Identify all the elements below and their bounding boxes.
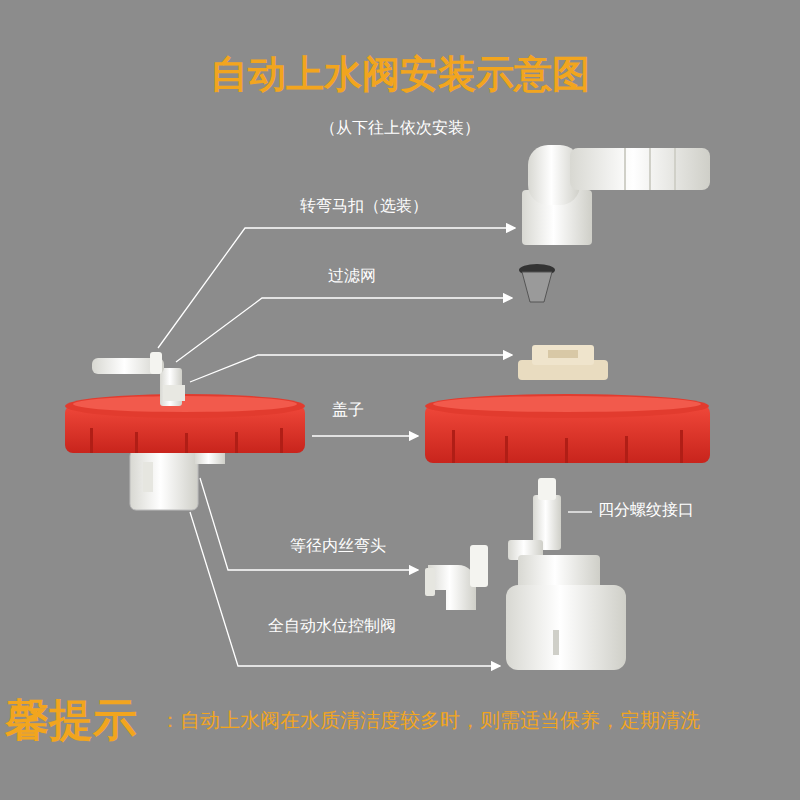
diagram-title: 自动上水阀安装示意图 [210,52,590,98]
assembled-valve [65,352,305,510]
part-label: 盖子 [332,400,364,419]
part-label: 等径内丝弯头 [290,536,386,555]
tip-text: ：自动上水阀在水质清洁度较多时，则需适当保养，定期清洗 [160,708,700,732]
red-cap [425,394,710,463]
leader-line [158,228,592,666]
subtitle: （从下往上依次安装） [320,118,480,137]
filter-screen [519,264,555,302]
part-label: 全自动水位控制阀 [268,616,396,635]
tip-heading: 馨提示 [5,694,137,747]
part-label: 转弯马扣（选装） [300,196,428,215]
hex-nut [518,345,608,380]
elbow-fitting [522,145,710,245]
part-label: 过滤网 [328,266,376,285]
part-label: 四分螺纹接口 [598,500,694,519]
elbow-joint [425,545,488,610]
